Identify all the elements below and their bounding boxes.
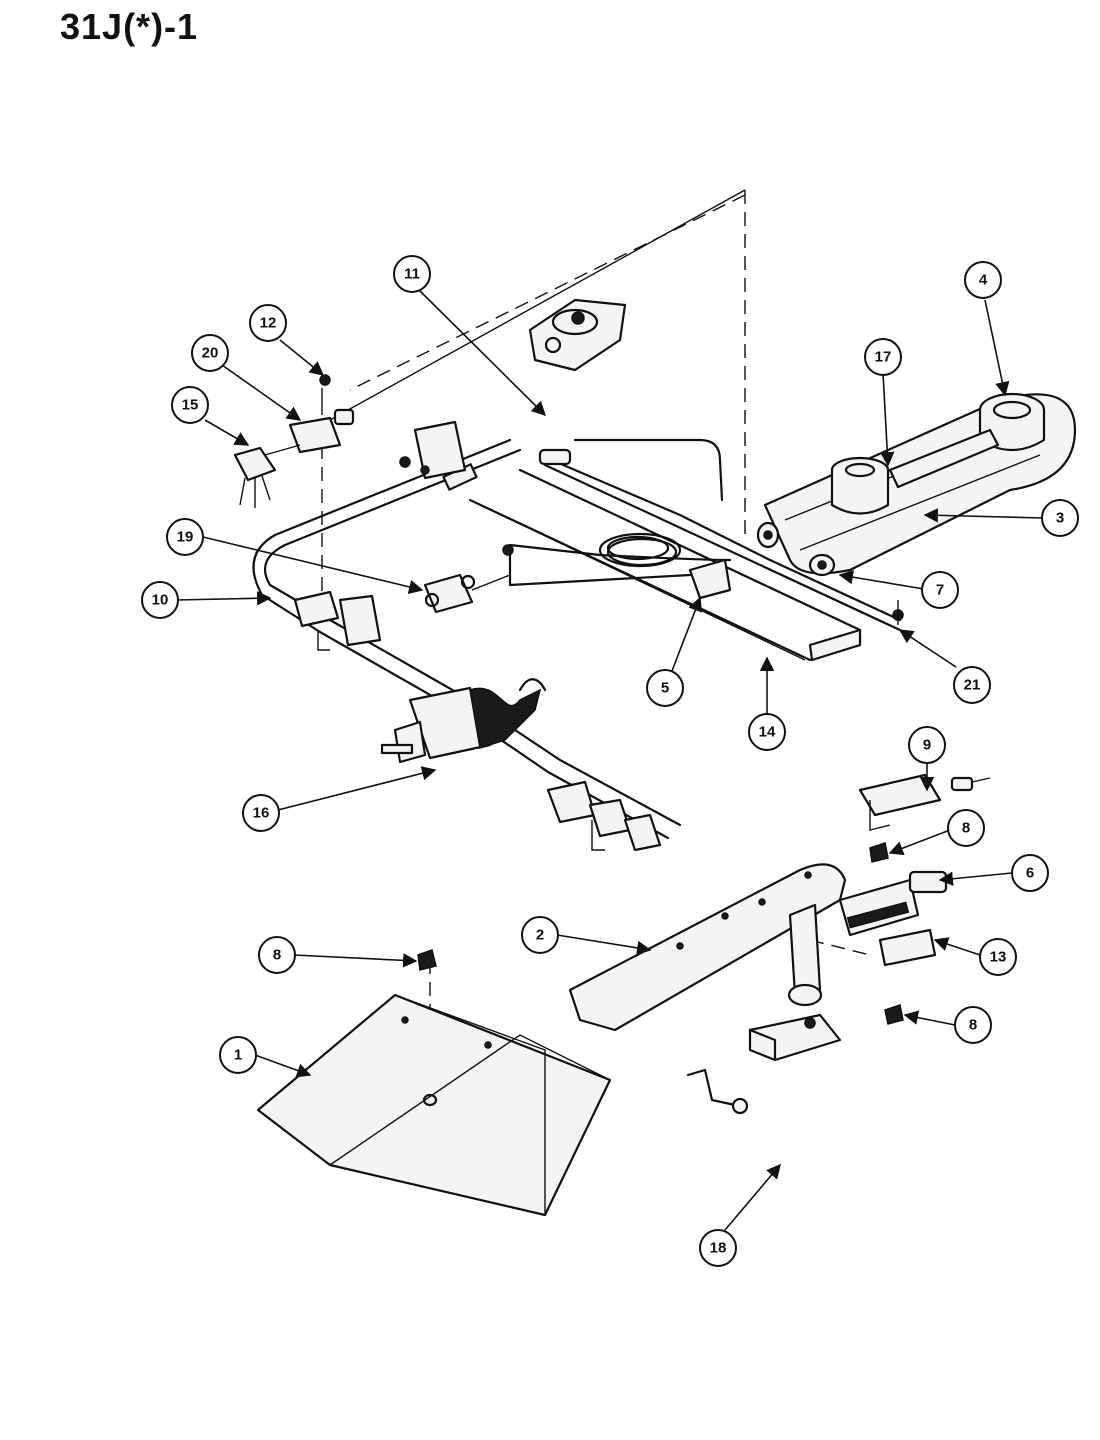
callout-21: 21 xyxy=(953,666,991,704)
callout-6: 6 xyxy=(1011,854,1049,892)
callout-4: 4 xyxy=(964,261,1002,299)
manifold-bracket xyxy=(399,420,467,480)
callout-19-label: 19 xyxy=(177,529,194,546)
callout-3: 3 xyxy=(1041,499,1079,537)
callout-16: 16 xyxy=(242,794,280,832)
callout-7: 7 xyxy=(921,571,959,609)
callout-14-label: 14 xyxy=(759,724,776,741)
callout-17-label: 17 xyxy=(875,349,892,366)
callout-11-label: 11 xyxy=(404,266,420,283)
callout-8-left-label: 8 xyxy=(273,947,281,964)
callout-7-label: 7 xyxy=(936,582,944,599)
part-7-orifice xyxy=(756,521,836,577)
callout-15: 15 xyxy=(171,386,209,424)
callout-8-left: 8 xyxy=(258,936,296,974)
part-15-switch-bracket xyxy=(233,444,301,508)
part-2-oven-burner xyxy=(568,863,847,1032)
callout-12-label: 12 xyxy=(260,315,277,332)
callout-3-label: 3 xyxy=(1056,510,1064,527)
callout-18: 18 xyxy=(699,1229,737,1267)
callout-8-upper-label: 8 xyxy=(962,820,970,837)
callout-14: 14 xyxy=(748,713,786,751)
leader-lines xyxy=(176,290,1044,1231)
callout-2: 2 xyxy=(521,916,559,954)
part-19-fitting xyxy=(423,573,511,614)
callout-11: 11 xyxy=(393,255,431,293)
callout-8-lower-right: 8 xyxy=(954,1006,992,1044)
callout-4-label: 4 xyxy=(979,272,988,289)
part-1-baffle-plate xyxy=(256,993,612,1217)
part-8-screw-lower-right xyxy=(884,1004,904,1025)
callout-9: 9 xyxy=(908,726,946,764)
callout-1-label: 1 xyxy=(234,1047,242,1064)
callout-13: 13 xyxy=(979,938,1017,976)
callout-5: 5 xyxy=(646,669,684,707)
callout-20-label: 20 xyxy=(202,345,219,362)
callout-16-label: 16 xyxy=(253,805,270,822)
callout-6-label: 6 xyxy=(1026,865,1034,882)
callout-20: 20 xyxy=(191,334,229,372)
part-17-burner-cap xyxy=(830,428,1000,515)
callout-8-lower-right-label: 8 xyxy=(969,1017,977,1034)
part-20-valve-body xyxy=(288,374,355,454)
callout-21-label: 21 xyxy=(964,677,981,694)
callout-15-label: 15 xyxy=(182,397,199,414)
part-11-pressure-regulator xyxy=(528,298,627,372)
callout-2-label: 2 xyxy=(536,927,544,944)
callout-12: 12 xyxy=(249,304,287,342)
part-10-manifold-pipe xyxy=(252,438,682,852)
callout-9-label: 9 xyxy=(923,737,931,754)
part-6-igniter xyxy=(838,870,948,937)
callout-10: 10 xyxy=(141,581,179,619)
callout-5-label: 5 xyxy=(661,680,669,697)
part-5-pilot-bracket xyxy=(688,558,732,600)
callout-19: 19 xyxy=(166,518,204,556)
callout-18-label: 18 xyxy=(710,1240,727,1257)
part-8-screw-left xyxy=(417,949,437,971)
callout-13-label: 13 xyxy=(990,949,1007,966)
callout-8-upper: 8 xyxy=(947,809,985,847)
callout-10-label: 10 xyxy=(152,592,169,609)
part-18-safety-valve xyxy=(686,1013,842,1115)
pilot-tubing xyxy=(502,438,904,632)
part-16-thermostat-valve xyxy=(380,678,547,764)
callouts: 11 12 20 15 4 17 3 7 19 10 5 14 21 16 9 … xyxy=(141,255,1079,1267)
callout-17: 17 xyxy=(864,338,902,376)
callout-1: 1 xyxy=(219,1036,257,1074)
part-13-igniter-bracket xyxy=(878,928,937,967)
part-8-screw-upper xyxy=(869,842,889,863)
page-title: 31J(*)-1 xyxy=(60,6,199,47)
